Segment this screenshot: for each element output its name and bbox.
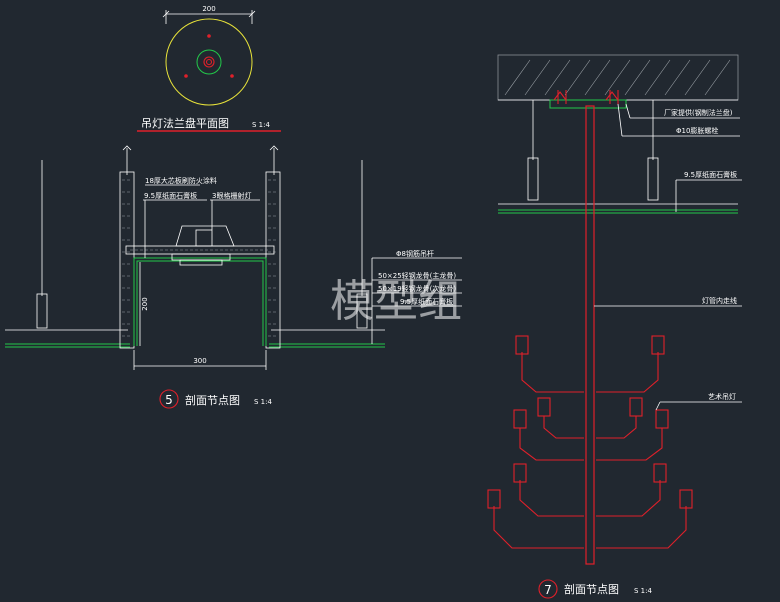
s7-hanger-left [527, 157, 539, 201]
s7-callout-bolt: Φ10膨胀螺栓 [676, 126, 718, 135]
s5-number: 5 [165, 393, 173, 407]
s5-callout-spotlight: 3眼格栅射灯 [212, 191, 251, 200]
watermark: 模型组 [330, 276, 462, 327]
bolt-hole [230, 74, 234, 78]
flange-hub [196, 49, 222, 75]
s5-scale: S 1:4 [254, 398, 272, 406]
s5-callout-main-keel: 50×25轻钢龙骨(主龙骨) [378, 271, 456, 280]
lamp-cup [513, 463, 527, 483]
section-5-detail: 200 300 18厚大芯板刷防火涂料 9.5厚纸面石膏板 3眼格栅射灯 Φ8钢… [5, 145, 462, 409]
lamp-cup [651, 335, 665, 355]
s7-callout-wiring: 灯管内走线 [702, 296, 737, 305]
s5-callout-gypsum-top: 9.5厚纸面石膏板 [144, 191, 197, 200]
s5-callout-gypsum: 9.5厚纸面石膏板 [400, 297, 453, 306]
gypsum-board-inner [133, 257, 267, 346]
lamp-cup [537, 397, 551, 417]
flange-outline [165, 18, 253, 106]
plan-dim-width: 200 [202, 5, 215, 13]
s5-callout-plywood: 18厚大芯板刷防火涂料 [145, 176, 217, 185]
s7-callout-flange: 厂家提供(钢制法兰盘) [664, 108, 733, 117]
bolt-hole [207, 34, 211, 38]
hanger-left [36, 293, 48, 329]
flange-center-bolt [203, 56, 215, 68]
s5-dim-width: 300 [193, 357, 206, 365]
lamp-cup [655, 409, 669, 429]
s5-title: 剖面节点图 [185, 393, 240, 407]
spotlight-body [175, 225, 235, 247]
s7-scale: S 1:4 [634, 587, 652, 595]
s5-callout-rod: Φ8钢筋吊杆 [396, 249, 434, 258]
plywood-wall-right [265, 171, 281, 349]
s7-callout-chandelier: 艺术吊灯 [708, 392, 736, 401]
s7-title: 剖面节点图 [564, 582, 619, 596]
lamp-cup [679, 489, 693, 509]
steel-flange [549, 99, 627, 109]
s5-dim-height: 200 [141, 297, 149, 310]
lamp-cup [513, 409, 527, 429]
lamp-cup [487, 489, 501, 509]
plan-title: 吊灯法兰盘平面图 [141, 116, 229, 130]
s7-number-badge [538, 579, 558, 599]
plan-scale: S 1:4 [252, 121, 270, 129]
plywood-wall-left [119, 171, 135, 349]
lamp-cup [515, 335, 529, 355]
chandelier-rod [585, 105, 595, 565]
s7-number: 7 [544, 583, 552, 597]
lamp-cup [629, 397, 643, 417]
s7-hanger-right [647, 157, 659, 201]
s5-callout-sub-keel: 50×19轻钢龙骨(次龙骨) [378, 284, 456, 293]
flange-plan-view: 200 吊灯法兰盘平面图 S 1:4 [137, 5, 281, 132]
s5-number-badge [159, 389, 179, 409]
hanger-right [356, 293, 368, 329]
bolt-hole [184, 74, 188, 78]
section-7-detail: 厂家提供(钢制法兰盘) Φ10膨胀螺栓 9.5厚纸面石膏板 灯管内走线 艺术吊灯… [487, 54, 742, 599]
lamp-cup [653, 463, 667, 483]
s7-callout-gypsum: 9.5厚纸面石膏板 [684, 170, 737, 179]
